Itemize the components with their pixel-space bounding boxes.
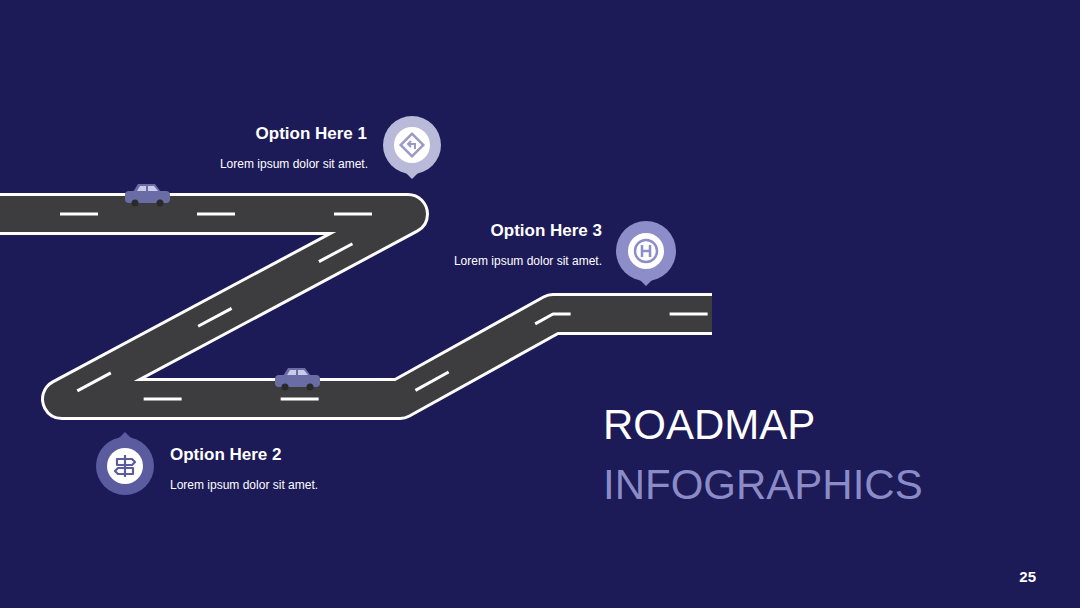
pin-inner bbox=[628, 233, 664, 269]
subtitle: INFOGRAPHICS bbox=[603, 461, 923, 509]
car-wheel bbox=[132, 200, 139, 207]
hospital-icon bbox=[635, 240, 657, 262]
page-number: 25 bbox=[1019, 568, 1036, 585]
pin-shape bbox=[96, 437, 154, 495]
car-roof bbox=[283, 368, 311, 376]
car-roof bbox=[133, 184, 161, 192]
car-wheel bbox=[282, 384, 289, 391]
map-pin bbox=[616, 221, 676, 286]
car-wheel bbox=[157, 200, 164, 207]
signpost-icon bbox=[115, 455, 135, 477]
option-heading: Option Here 3 bbox=[491, 221, 602, 241]
car-window bbox=[287, 370, 308, 375]
option-heading: Option Here 2 bbox=[170, 445, 281, 465]
car bbox=[125, 184, 170, 207]
car-window bbox=[137, 186, 158, 191]
car-body bbox=[275, 375, 320, 387]
map-pin bbox=[96, 432, 154, 495]
road bbox=[0, 214, 712, 399]
road-outline bbox=[0, 214, 712, 399]
map-pin bbox=[383, 116, 441, 179]
road-dashes bbox=[0, 214, 712, 399]
car-body bbox=[125, 191, 170, 203]
car bbox=[275, 368, 320, 391]
pin-inner bbox=[394, 127, 430, 163]
road-surface bbox=[0, 214, 712, 399]
car-wheel bbox=[307, 384, 314, 391]
pin-shape bbox=[383, 116, 441, 174]
pin-shape bbox=[616, 221, 676, 281]
hospital-icon-h bbox=[642, 245, 650, 257]
turn-sign-arrow bbox=[408, 141, 415, 149]
option-text: Lorem ipsum dolor sit amet. bbox=[170, 479, 318, 493]
slide-title: ROADMAP bbox=[603, 401, 815, 449]
option-text: Lorem ipsum dolor sit amet. bbox=[220, 158, 368, 172]
pin-inner bbox=[107, 448, 143, 484]
option-heading: Option Here 1 bbox=[256, 124, 367, 144]
turn-sign-icon bbox=[401, 134, 424, 157]
option-text: Lorem ipsum dolor sit amet. bbox=[454, 255, 602, 269]
